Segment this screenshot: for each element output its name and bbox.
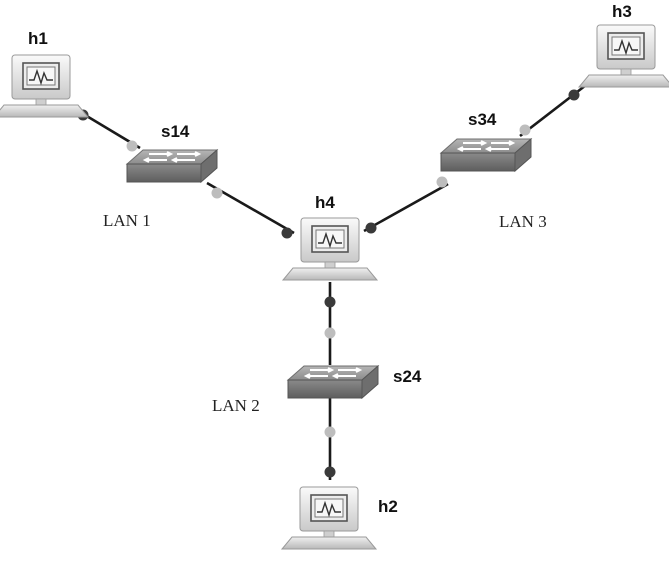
port-h4-right — [365, 222, 377, 234]
port-s24-b — [324, 426, 336, 438]
switch-label: s14 — [161, 122, 190, 141]
host-label: h4 — [315, 193, 335, 212]
host-h3[interactable]: h3 — [578, 2, 669, 88]
host-label: h2 — [378, 497, 398, 516]
switch-label: s34 — [468, 110, 497, 129]
computer-icon — [281, 486, 377, 550]
host-label: h3 — [612, 2, 632, 21]
port-h4-bottom — [324, 296, 336, 308]
switch-s24[interactable]: s24 — [287, 365, 422, 399]
switch-icon — [126, 149, 218, 183]
lan-label-1: LAN 1 — [103, 211, 151, 230]
switch-s14[interactable]: s14 — [126, 122, 218, 183]
port-h2 — [324, 466, 336, 478]
computer-icon — [0, 54, 89, 118]
lan-label-2: LAN 2 — [212, 396, 260, 415]
computer-icon — [578, 24, 669, 88]
port-h3 — [568, 89, 580, 101]
port-s24-a — [324, 327, 336, 339]
switch-label: s24 — [393, 367, 422, 386]
computer-icon — [282, 217, 378, 281]
link-s34-h4 — [363, 182, 449, 233]
link-h3-s34 — [519, 80, 591, 138]
port-s14-a — [126, 140, 138, 152]
port-s14-b — [211, 187, 223, 199]
lan-label-3: LAN 3 — [499, 212, 547, 231]
switch-icon — [287, 365, 379, 399]
port-s34-b — [436, 176, 448, 188]
port-s34-a — [519, 124, 531, 136]
host-h2[interactable]: h2 — [281, 486, 398, 550]
port-h4-left — [281, 227, 293, 239]
host-h1[interactable]: h1 — [0, 29, 89, 118]
host-h4[interactable]: h4 — [282, 193, 378, 281]
switch-icon — [440, 138, 532, 172]
host-label: h1 — [28, 29, 48, 48]
switch-s34[interactable]: s34 — [440, 110, 532, 172]
